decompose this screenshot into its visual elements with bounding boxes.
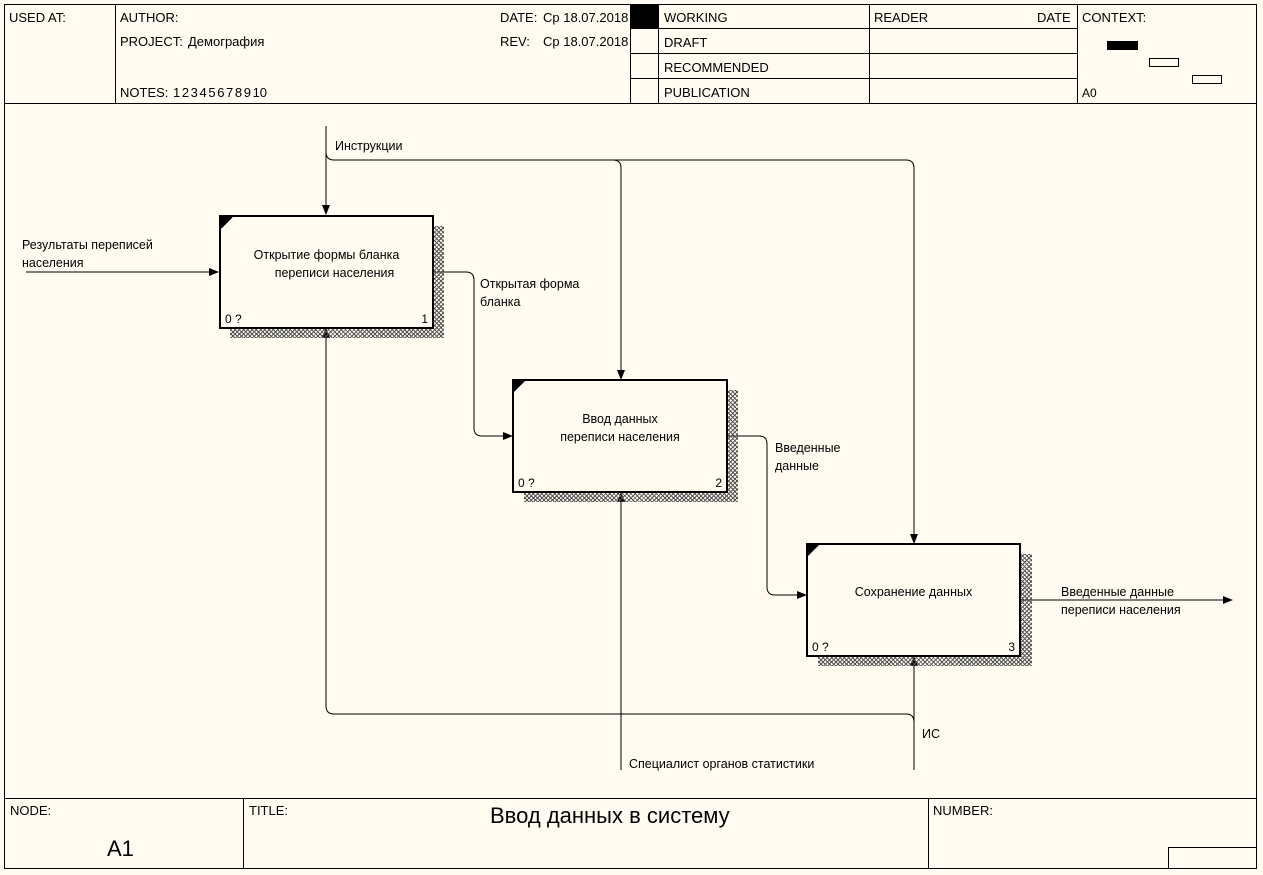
mechanism-1-label: Специалист органов статистики [629,757,815,771]
output-arrow-1 [434,271,513,440]
footer-divider [243,798,244,869]
box-label: Сохранение данных [854,585,973,599]
header-divider [658,4,659,104]
author-label: AUTHOR: [120,10,179,25]
box-label: Открытие формы бланка [253,248,400,262]
box-corner-mark [221,217,233,229]
context-label: CONTEXT: [1082,10,1147,25]
box-label: Ввод данных [582,412,658,426]
box-corner-mark [514,381,525,392]
title-label: TITLE: [249,803,289,818]
date-value: Ср 18.07.2018 [543,10,629,25]
reader-date-label: DATE [1037,10,1071,25]
project-label: PROJECT: [120,34,183,49]
output-3-label: переписи населения [1061,603,1181,617]
box-cost: 0 ? [518,476,535,490]
page-title: Ввод данных в систему [490,803,730,828]
context-box [1192,75,1222,84]
box-cost: 0 ? [812,640,829,654]
header-row-divider [630,28,1077,29]
mechanism-arrow-3 [322,328,915,723]
input-label: населения [22,256,84,270]
node-label: NODE: [10,803,52,818]
box-corner-mark [808,545,819,556]
header-row-divider [630,78,1077,79]
status-draft: DRAFT [664,35,708,50]
box-label: переписи населения [274,266,395,280]
header-row-divider [630,53,1077,54]
project-value: Демография [188,34,265,49]
footer-divider [928,798,929,869]
control-arrow-3 [613,159,918,544]
context-box-current [1107,41,1138,50]
footer-number-cell [1168,847,1257,869]
output-1-label: Открытая форма [480,277,580,291]
rev-value: Ср 18.07.2018 [543,34,629,49]
activity-box-2[interactable]: Ввод данных переписи населения 0 ? 2 [512,379,728,493]
box-number: 2 [715,476,722,490]
working-status-marker [631,5,658,28]
rev-label: REV: [500,34,530,49]
reader-label: READER [874,10,929,25]
notes-label: NOTES: [120,85,169,100]
output-3-label: Введенные данные [1061,585,1174,599]
footer-top-divider [4,798,1257,799]
input-label: Результаты переписей [22,238,153,252]
box-cost: 0 ? [225,312,242,326]
node-value: A1 [107,836,134,861]
notes-value: 1 2 3 4 5 6 7 8 9 10 [173,85,268,100]
activity-box-1[interactable]: Открытие формы бланка переписи населения… [219,215,434,329]
box-number: 1 [421,312,428,326]
output-arrow-2 [728,435,807,599]
header-divider [869,4,870,104]
context-node: A0 [1082,86,1097,100]
used-at-label: USED AT: [9,10,66,25]
output-1-label: бланка [480,295,521,309]
status-recommended: RECOMMENDED [664,60,769,75]
output-2-label: Введенные [775,441,841,455]
header-divider [115,4,116,104]
header-divider [630,4,631,104]
box-label: переписи населения [560,430,680,444]
context-box [1149,58,1179,67]
box-number: 3 [1008,640,1015,654]
number-label: NUMBER: [933,803,993,818]
date-label: DATE: [500,10,538,25]
header-divider [1077,4,1078,104]
status-working: WORKING [664,10,728,25]
activity-box-3[interactable]: Сохранение данных 0 ? 3 [806,543,1021,657]
status-publication: PUBLICATION [664,85,750,100]
mechanism-2-label: ИС [922,727,941,741]
output-2-label: данные [775,459,819,473]
control-label: Инструкции [335,139,403,153]
